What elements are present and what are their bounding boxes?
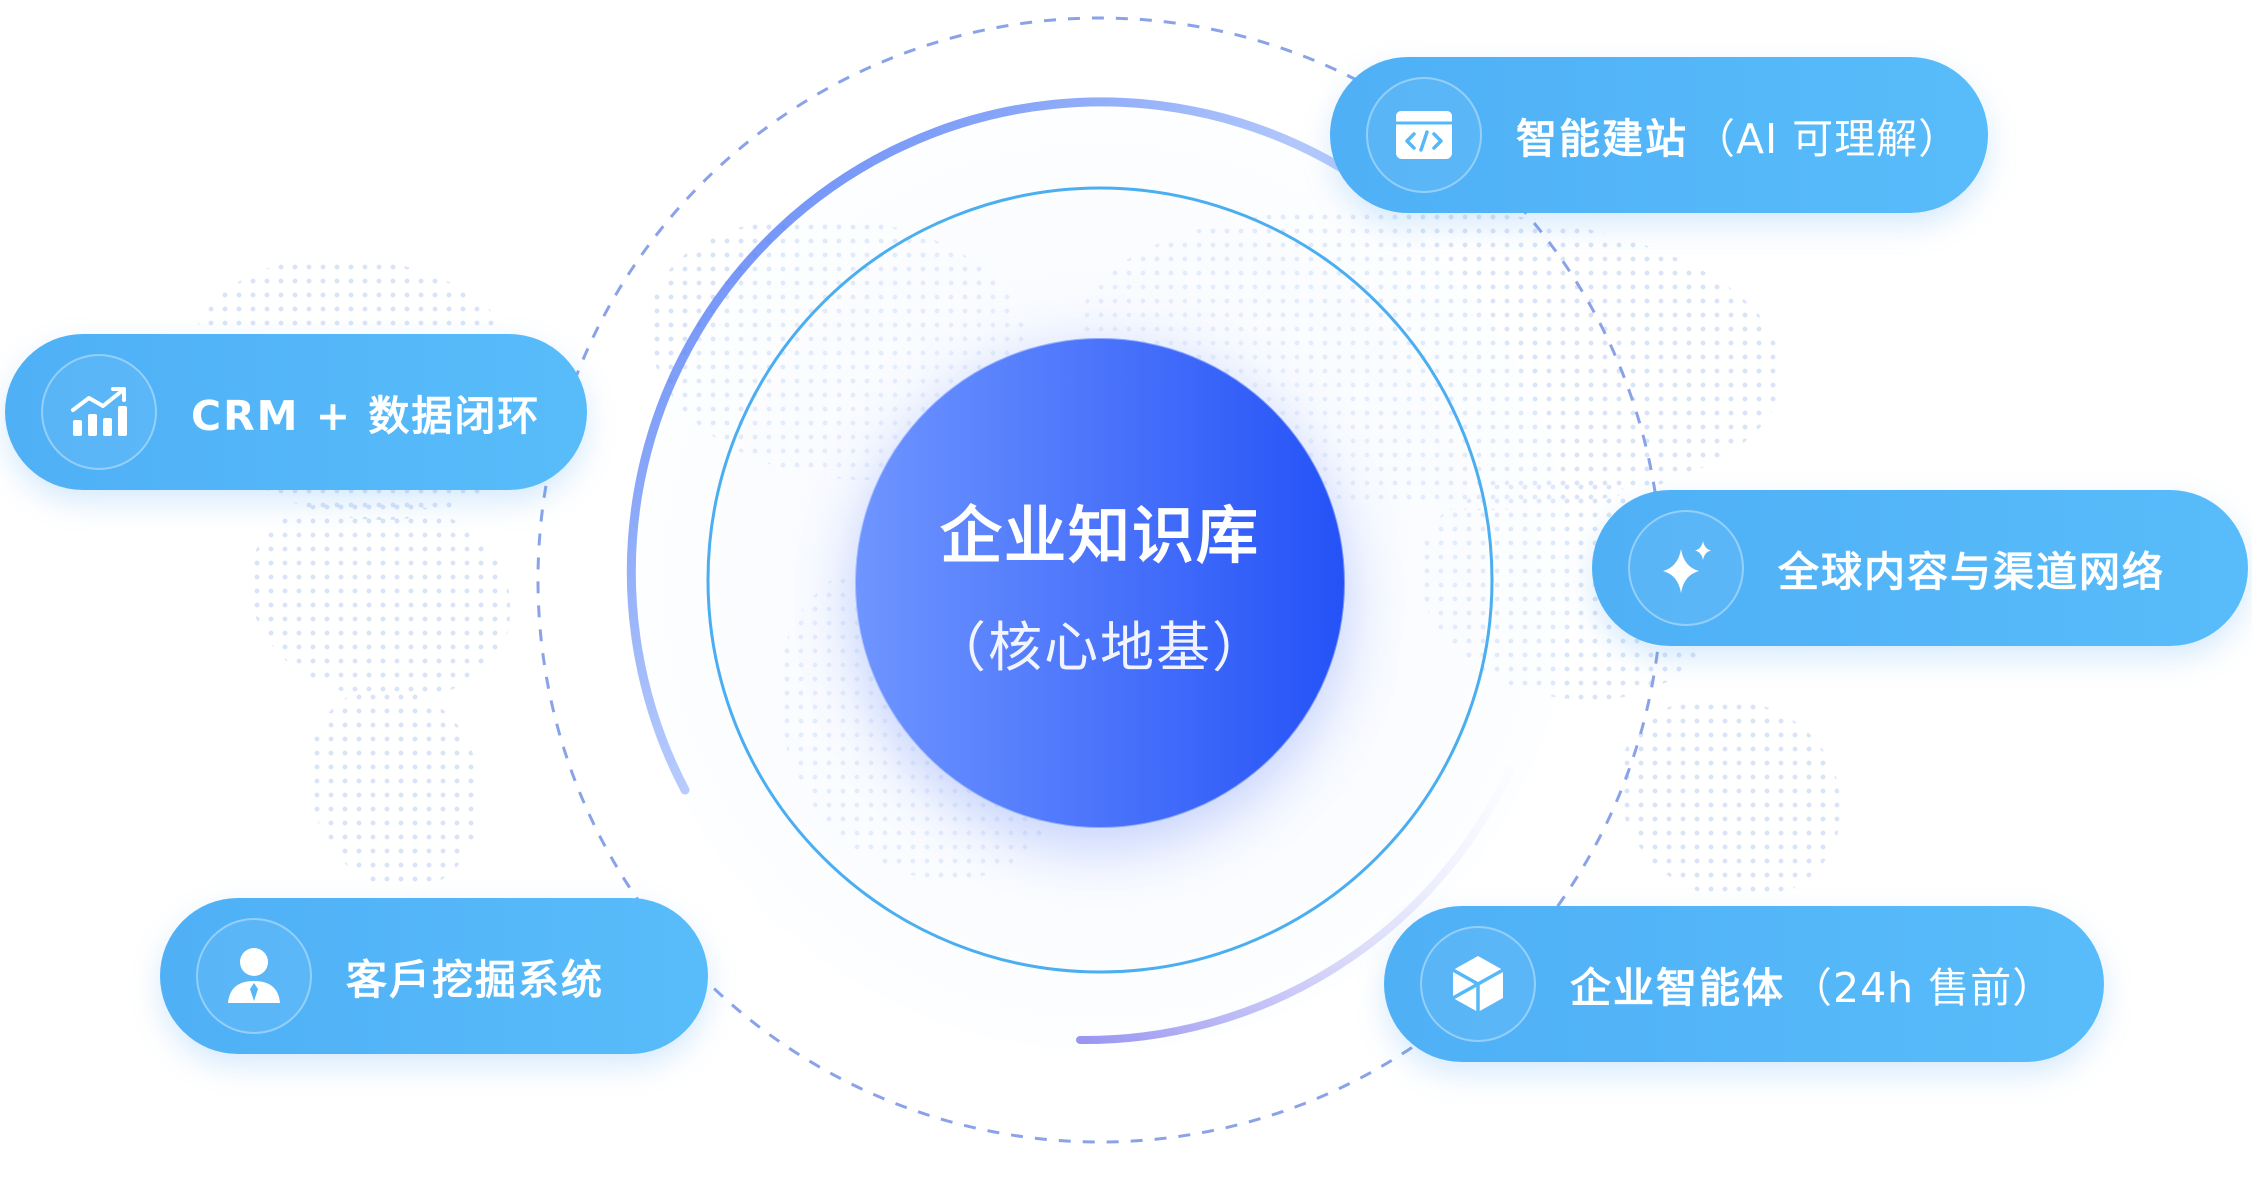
node-global-channels: 全球内容与渠道网络 — [1592, 490, 2248, 646]
node-customer-mining-label: 客戶挖掘系统 — [346, 956, 604, 1004]
user-tie-icon — [196, 918, 312, 1034]
node-crm-label: CRM + 数据闭环 — [191, 392, 541, 440]
node-crm: CRM + 数据闭环 — [5, 334, 587, 490]
gradient-arc-top-left — [626, 97, 1350, 795]
chart-trend-icon — [41, 354, 157, 470]
solid-inner-ring — [706, 186, 1494, 974]
map-dots-oceania — [1620, 700, 1840, 900]
core-knowledge-base: 企业知识库 （核心地基） — [855, 338, 1345, 828]
node-enterprise-agent-label: 企业智能体 — [1570, 964, 1785, 1012]
gradient-arc-bottom-right — [1076, 766, 1514, 1045]
sparkle-icon — [1628, 510, 1744, 626]
map-dots-americas-south — [310, 690, 480, 890]
node-smart-website: 智能建站 （AI 可理解） — [1330, 57, 1988, 213]
code-window-icon — [1366, 77, 1482, 193]
node-customer-mining: 客戶挖掘系统 — [160, 898, 708, 1054]
node-smart-website-note: （AI 可理解） — [1694, 115, 1961, 163]
node-enterprise-agent: 企业智能体 （24h 售前） — [1384, 906, 2104, 1062]
core-title: 企业知识库 — [939, 498, 1260, 572]
node-global-channels-label: 全球内容与渠道网络 — [1778, 548, 2165, 596]
node-smart-website-label: 智能建站 — [1516, 115, 1688, 163]
core-subtitle: （核心地基） — [932, 615, 1268, 679]
cube-icon — [1420, 926, 1536, 1042]
map-dots-americas-mid — [250, 500, 510, 700]
node-enterprise-agent-note: （24h 售前） — [1791, 964, 2055, 1012]
